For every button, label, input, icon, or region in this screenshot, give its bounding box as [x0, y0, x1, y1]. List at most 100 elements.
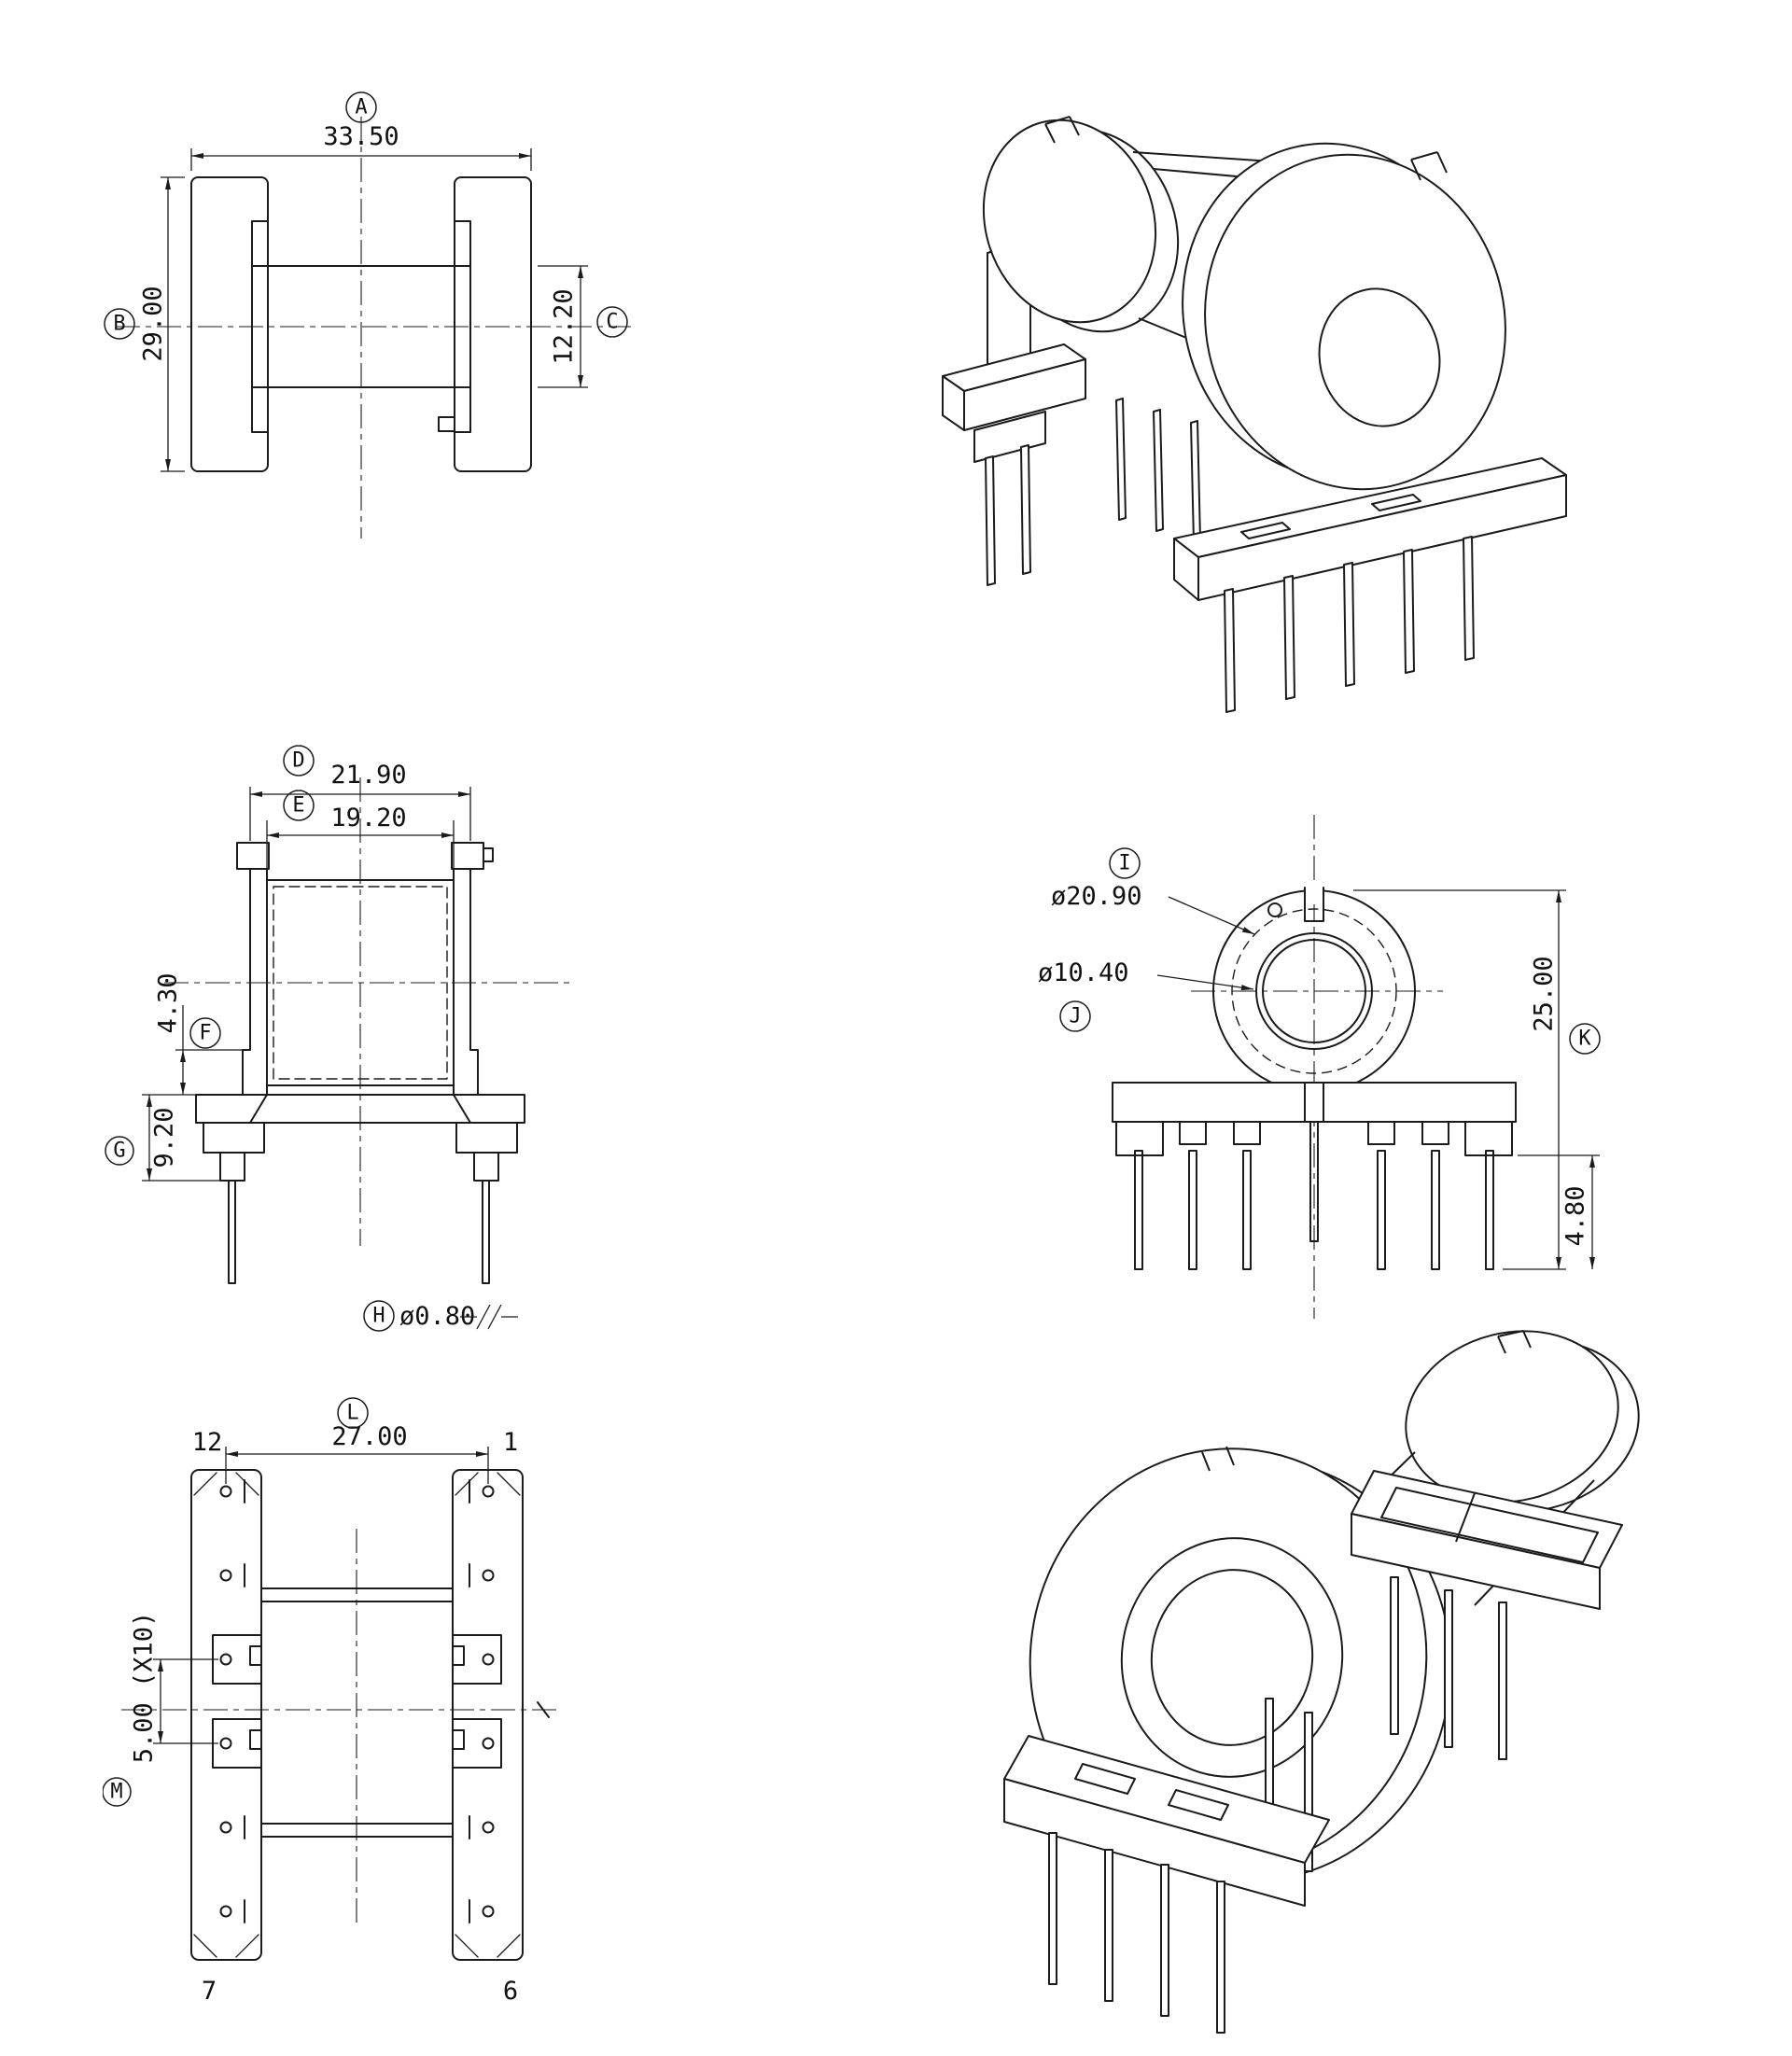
dim-l-value: 27.00: [331, 1422, 407, 1451]
front-view-drawing: 33.50 A 29.00 B 12.20 C: [104, 91, 631, 538]
bottom-view-drawing: 27.00 L 12 1 7 6 5.00 (X10) M: [103, 1397, 556, 2006]
pin: [1190, 420, 1201, 543]
front-bobbin-body: [190, 176, 532, 472]
right-ear-nub: [483, 847, 494, 862]
slot-mask: [1305, 884, 1323, 904]
left-pin: [228, 1180, 236, 1284]
balloon-b: [104, 308, 135, 340]
big-flange-notch: [1410, 151, 1448, 181]
pin: [1390, 1576, 1399, 1735]
pin: [1304, 1712, 1313, 1872]
dim-e-letter: E: [292, 794, 304, 818]
dim-c-value: 12.20: [550, 288, 579, 364]
pocket: [452, 1718, 502, 1769]
end-view-drawing: I ø20.90 ø10.40 J 25.00 K 4.80: [1038, 815, 1601, 1319]
flange-profiles: [242, 868, 479, 1096]
dim-i-value: ø20.90: [1051, 882, 1142, 911]
pin: [1403, 549, 1415, 674]
end-bobbin-body: [1112, 884, 1517, 1270]
left-ear: [236, 842, 270, 870]
pin: [1498, 1601, 1507, 1760]
feet-and-bosses: [1115, 1121, 1513, 1156]
bore-inner: [1262, 939, 1366, 1043]
small-hole: [1267, 902, 1282, 917]
pin-number-1: 1: [503, 1428, 518, 1457]
top-slot: [1304, 887, 1324, 922]
dim-a-value: 33.50: [323, 122, 399, 151]
pin: [1463, 536, 1475, 661]
dim-g-value: 9.20: [150, 1107, 179, 1168]
left-flange-step: [251, 220, 269, 433]
bottom-dim-l: 27.00 L: [225, 1397, 489, 1484]
iso-bottom-body: [1003, 1330, 1640, 2034]
side-dim-h: H ø0.80: [363, 1300, 518, 1332]
bottom-pin-numbers: 12 1 7 6: [192, 1428, 518, 2006]
end-dim-pin-length: 4.80: [1518, 1154, 1600, 1269]
pin: [1224, 588, 1236, 713]
balloon-a: [345, 91, 377, 123]
dim-k-value: 25.00: [1530, 956, 1559, 1031]
bottom-view: 27.00 L 12 1 7 6 5.00 (X10) M: [103, 1381, 821, 2035]
balloon-e: [283, 790, 315, 821]
iso-view-top: [933, 79, 1689, 761]
pins: [1134, 1121, 1494, 1270]
balloon-j: [1059, 1000, 1091, 1032]
balloon-l: [337, 1397, 369, 1429]
pin-number-12: 12: [192, 1428, 223, 1457]
pin: [1104, 1849, 1113, 2002]
left-base-front: [1003, 1778, 1306, 1907]
dim-d-letter: D: [292, 749, 304, 773]
balloon-h: [363, 1300, 395, 1332]
flange-nub: [438, 416, 455, 432]
front-dim-a: 33.50 A: [190, 91, 532, 171]
bore-outer: [1255, 932, 1373, 1050]
right-boss: [473, 1152, 499, 1182]
base-socket: [1168, 1789, 1229, 1821]
side-view-drawing: 21.90 D 19.20 E 4.30 F 9.20: [105, 745, 575, 1332]
dim-i-letter: I: [1118, 852, 1130, 875]
right-base-front: [1351, 1513, 1601, 1610]
dim-g-letter: G: [113, 1140, 125, 1163]
end-dim-k: 25.00 K: [1353, 889, 1601, 1270]
left-boss: [219, 1152, 245, 1182]
dim-j-letter: J: [1069, 1005, 1081, 1028]
dim-b-value: 29.00: [139, 286, 168, 361]
pin: [1153, 409, 1164, 532]
dim-h-letter: H: [372, 1305, 385, 1328]
pin: [1343, 562, 1355, 687]
center-body: [260, 1587, 454, 1838]
dim-m-value: 5.00 (X10): [130, 1612, 159, 1764]
base-plate: [1112, 1082, 1517, 1123]
right-pin: [482, 1180, 490, 1284]
iso-top-drawing: [942, 116, 1567, 713]
pin: [1444, 1589, 1453, 1748]
pin: [1283, 575, 1295, 700]
right-base-opening: [1380, 1487, 1599, 1563]
dim-f-value: 4.30: [154, 972, 183, 1033]
side-dim-g: 9.20 G: [105, 1095, 220, 1182]
left-corner-chamfers: [193, 1472, 259, 1958]
side-bobbin-body: [195, 842, 525, 1284]
left-base-foot: [973, 411, 1046, 463]
small-flange-slot: [1044, 116, 1080, 144]
front-view: 33.50 A 29.00 B 12.20 C: [103, 89, 905, 705]
right-foot: [455, 1122, 518, 1154]
dim-c-letter: C: [606, 311, 618, 334]
dim-m-letter: M: [110, 1781, 122, 1804]
side-dim-d: 21.90 D: [249, 745, 471, 841]
pin: [1216, 1881, 1225, 2034]
dim-a-letter: A: [355, 96, 367, 119]
bottom-footprint: [190, 1469, 524, 1961]
small-flange-front: [1405, 1330, 1619, 1504]
balloon-d: [283, 745, 315, 776]
iso-top-body: [942, 116, 1567, 713]
pin-holes: [219, 1485, 495, 1918]
side-dim-f: 4.30 F: [142, 972, 243, 1096]
front-base-end: [1173, 538, 1199, 601]
bottom-centerlines: [121, 1529, 556, 1924]
end-dim-i: I ø20.90: [1051, 847, 1255, 935]
side-dim-e: 19.20 E: [266, 790, 455, 874]
pin-number-6: 6: [503, 1977, 518, 2006]
iso-bottom-drawing: [1003, 1330, 1640, 2034]
